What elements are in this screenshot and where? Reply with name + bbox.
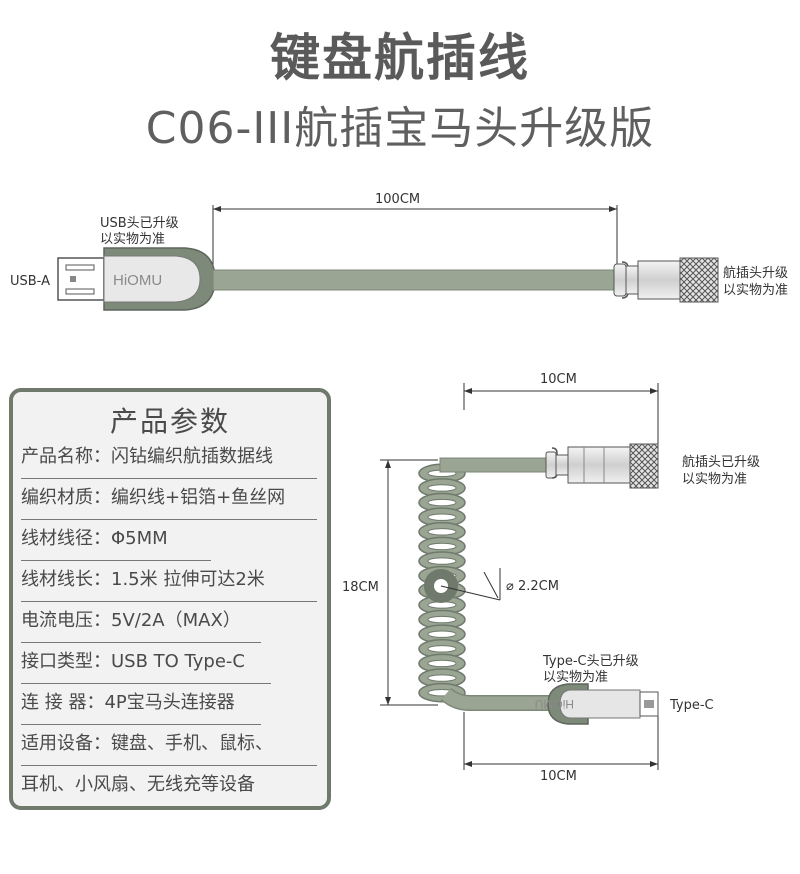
bottom-width-dimension [463, 712, 659, 770]
usb-brand-text: HiOMU [113, 272, 162, 289]
coil-loop-hole [427, 645, 457, 653]
usb-note-line1: USB头已升级 [100, 216, 179, 231]
spec-row: 线材线长：1.5米 拉伸可达2米 [21, 569, 265, 590]
coil-loop-hole [427, 513, 457, 521]
spec-row: 接口类型：USB TO Type-C [21, 651, 245, 672]
height-dimension [380, 459, 438, 706]
top-width-dimension [463, 383, 659, 450]
coil-connector-note-line1: 航插头已升级 [682, 455, 761, 470]
coil-loop-hole [427, 484, 457, 492]
typec-plug: HiOMU [535, 683, 659, 725]
coil-loop-hole [427, 674, 457, 682]
page-title: 键盘航插线 [270, 29, 530, 87]
usb-a-plug [57, 257, 105, 301]
usb-a-label: USB-A [10, 274, 50, 289]
spec-divider [21, 683, 271, 684]
coil-loop-hole [427, 542, 457, 551]
straight-cable [212, 269, 616, 291]
page-subtitle: C06-III航插宝马头升级版 [145, 103, 655, 154]
coil-loop-hole [427, 557, 457, 565]
coil-top-lead [439, 457, 549, 473]
typec-note-line1: Type-C头已升级 [543, 654, 639, 669]
spec-divider [21, 560, 211, 561]
spec-divider [21, 642, 261, 643]
coil-loop-hole [427, 630, 457, 638]
spec-row: 适用设备：键盘、手机、鼠标、 [21, 733, 273, 754]
diameter-marker [424, 568, 501, 603]
typec-brand-text: HiOMU [535, 697, 574, 711]
aviation-connector [613, 257, 719, 303]
coil-loop-hole [427, 659, 457, 668]
spec-divider [21, 601, 317, 602]
top-width-label: 10CM [540, 372, 577, 387]
length-dimension [212, 205, 618, 265]
coil-loop-hole [427, 615, 457, 624]
height-label: 18CM [342, 580, 379, 595]
coil-loop-hole [427, 498, 457, 507]
spec-row: 电流电压：5V/2A（MAX） [21, 610, 241, 631]
spec-divider [21, 478, 317, 479]
spec-row: 连 接 器：4P宝马头连接器 [21, 692, 235, 713]
spec-divider [21, 765, 317, 766]
bottom-width-label: 10CM [540, 769, 577, 784]
usb-housing: HiOMU [103, 247, 216, 311]
spec-panel: 产品参数 产品名称：闪钻编织航插数据线编织材质：编织线+铝箔+鱼丝网线材线径：Φ… [9, 388, 331, 810]
spec-title: 产品参数 [109, 405, 230, 438]
connector-note-line2: 以实物为准 [723, 283, 789, 298]
usb-note-line2: 以实物为准 [100, 232, 166, 247]
length-label: 100CM [375, 192, 421, 207]
spec-row: 耳机、小风扇、无线充等设备 [21, 774, 255, 795]
spec-row: 线材线径：Φ5MM [21, 528, 168, 549]
spec-divider [21, 519, 317, 520]
coil-loop-hole [427, 528, 457, 536]
coil-aviation-connector [545, 443, 659, 489]
typec-label: Type-C [670, 698, 714, 713]
spec-row: 编织材质：编织线+铝箔+鱼丝网 [21, 487, 286, 508]
diameter-label: ⌀ 2.2CM [506, 579, 559, 594]
coil-connector-note-line2: 以实物为准 [682, 472, 748, 487]
typec-note-line2: 以实物为准 [543, 670, 609, 685]
spec-divider [21, 724, 261, 725]
connector-note-line1: 航插头升级 [723, 266, 789, 281]
spec-row: 产品名称：闪钻编织航插数据线 [21, 446, 273, 467]
